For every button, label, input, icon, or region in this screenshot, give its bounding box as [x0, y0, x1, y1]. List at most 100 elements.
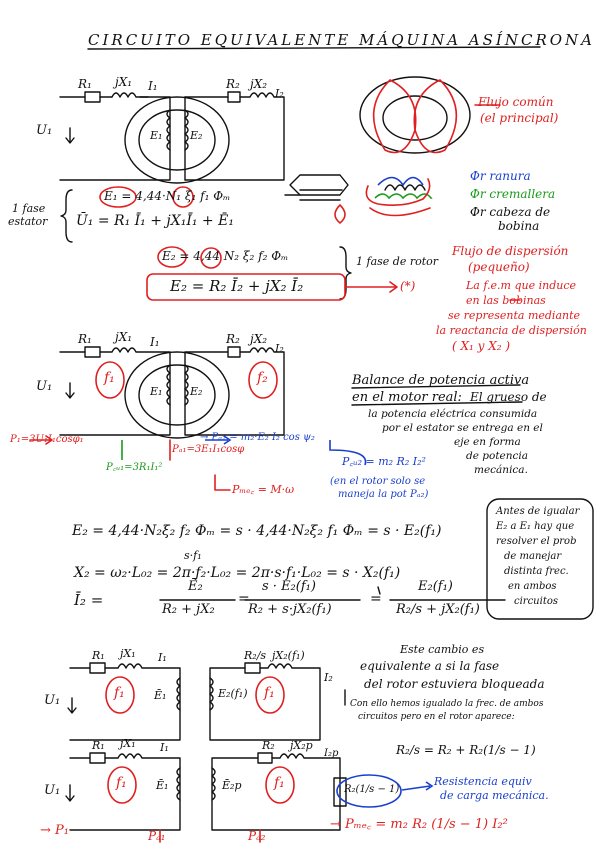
side-note-6: en ambos — [508, 581, 557, 592]
balance-text-6: mecánica. — [474, 464, 528, 476]
stator-eq-2: Ū₁ = R₁ Ī₁ + jX₁Ī₁ + Ē₁ — [76, 213, 234, 229]
rotor-label: 1 fase de rotor — [356, 255, 439, 268]
stator-label-1: 1 fase — [12, 202, 46, 215]
stator-label-2: estator — [8, 215, 48, 228]
c3-f1-right: f₁ — [264, 685, 275, 701]
circuit-4-drawing — [65, 697, 434, 843]
c4-f1-right: f₁ — [274, 775, 285, 791]
rotor-note-1: (en el rotor solo se — [330, 476, 426, 487]
balance-text-2: la potencia eléctrica consumida — [368, 408, 538, 420]
eq-i2-num1: Ē₂ — [188, 579, 203, 594]
c3-i2-label: I₂ — [324, 671, 333, 684]
c3-r2s-label: R₂/s — [244, 649, 267, 662]
c2-x1-label: jX₁ — [115, 330, 133, 344]
eq-i2-den3: R₂/s + jX₂(f₁) — [396, 602, 480, 617]
page-title: CIRCUITO EQUIVALENTE MÁQUINA ASÍNCRONA — [88, 31, 595, 49]
c2-i2-label: I₂ — [275, 342, 284, 355]
balance-text-3: por el estator se entrega en el — [382, 422, 543, 434]
flux-common: Flujo común — [478, 95, 554, 109]
power-pmec: Pₘₑ꜀ = M·ω — [232, 483, 295, 496]
stator-eq-1: E₁ = 4,44·N₁ ξ₁ f₁ Φₘ — [104, 189, 231, 203]
c4-r1-label: R₁ — [92, 739, 105, 752]
circuit-3-drawing — [69, 662, 346, 741]
c3-u1-label: U₁ — [44, 693, 61, 708]
c1-x1-label: jX₁ — [115, 75, 133, 89]
load-resistor-ring — [336, 774, 402, 808]
machine-section-drawing — [284, 76, 501, 224]
c2-x2-label: jX₂ — [250, 332, 268, 346]
flux-common-sub: (el principal) — [480, 111, 559, 125]
c3-r1-label: R₁ — [92, 649, 105, 662]
flux-note-5: ( X₁ y X₂ ) — [452, 339, 511, 353]
flux-cabeza: Φr cabeza de — [470, 205, 551, 219]
balance-text-1: El grueso de — [470, 390, 547, 404]
c3-f1-left: f₁ — [114, 685, 125, 701]
c2-e2-label: E₂ — [190, 385, 203, 398]
c4-pa1: Pₐ₁ — [148, 829, 166, 843]
u1-arrow — [65, 127, 75, 144]
c2-i1-label: I₁ — [150, 335, 160, 349]
c4-load-label-1: Resistencia equiv — [434, 775, 532, 788]
eq-i2-lhs: Ī₂ = — [74, 591, 104, 609]
power-p1: P₁=3U₁I₁cosφ₁ — [10, 434, 84, 445]
power-pa1: Pₐ₁=3E₁I₁cosφ — [172, 444, 245, 455]
c3-x2f-label: jX₂(f₁) — [272, 649, 305, 662]
c1-e1-label: E₁ — [150, 129, 163, 142]
c4-pmec: → Pₘₑ꜀ = m₂ R₂ (1/s − 1) I₂² — [330, 817, 508, 832]
side-note-4: de manejar — [504, 551, 562, 562]
flux-dispersion-sub: (pequeño) — [468, 260, 530, 274]
power-pcu1: P꜀ᵤ₁=3R₁I₁² — [106, 462, 163, 473]
eq-i2-num3: E₂(f₁) — [418, 579, 453, 594]
rotor-note-2: maneja la pot Pₐ₂) — [338, 489, 429, 500]
balance-text-5: de potencia — [466, 450, 529, 462]
balance-text-4: eje en forma — [454, 436, 521, 448]
c2-r2-label: R₂ — [226, 332, 240, 346]
eq-e2: E₂ = 4,44·N₂ξ₂ f₂ Φₘ = s · 4,44·N₂ξ₂ f₁ … — [72, 523, 442, 539]
flux-note-4: la reactancia de dispersión — [436, 324, 587, 337]
c2-f1-label: f₁ — [104, 370, 115, 386]
c4-eq: R₂/s = R₂ + R₂(1/s − 1) — [396, 743, 536, 757]
c3-note-5: circuitos pero en el rotor aparece: — [358, 712, 515, 722]
c3-e2f-label: E₂(f₁) — [218, 687, 248, 700]
c4-i1-label: I₁ — [160, 741, 169, 754]
c1-r2-label: R₂ — [226, 77, 240, 91]
flux-cabeza-2: bobina — [498, 219, 540, 233]
rotor-eq-2: E₂ = R₂ Ī₂ + jX₂ Ī₂ — [170, 277, 304, 295]
c3-i1-label: I₁ — [158, 651, 167, 664]
c2-r1-label: R₁ — [78, 332, 92, 346]
rotor-eq-1: E₂ = 4,44 N₂ ξ₂ f₂ Φₘ — [162, 249, 289, 263]
c3-note-2: equivalente a si la fase — [360, 659, 500, 673]
resistor-r2 — [227, 91, 241, 103]
c1-u1-label: U₁ — [36, 123, 53, 138]
c1-x2-label: jX₂ — [250, 77, 268, 91]
c3-note-3: del rotor estuviera bloqueada — [364, 677, 545, 691]
c3-e1-label: Ē₁ — [154, 689, 167, 702]
flux-note-1: La f.e.m que induce — [466, 279, 576, 292]
c3-x1-label: jX₁ — [120, 647, 136, 660]
flux-cremallera: Φr cremallera — [470, 187, 556, 201]
c3-note-1: Este cambio es — [400, 643, 485, 656]
circuit-1-drawing — [59, 91, 285, 184]
power-pa2: → Pₐ₂ = m₂·E₂ I₂ cos ψ₂ — [200, 432, 315, 443]
eq-i2-eq1: = — [238, 591, 250, 607]
c4-load-resistor: R₂(1/s − 1) — [344, 784, 400, 795]
flux-note-3: se representa mediante — [448, 309, 581, 322]
resistor-r1 — [84, 91, 101, 103]
c4-x2p-label: jX₂p — [290, 739, 313, 752]
flux-note-2: en las bobinas — [466, 294, 546, 307]
eq-sf1: s·f₁ — [184, 549, 202, 562]
flux-ranura: Φr ranura — [470, 169, 531, 183]
c1-e2-label: E₂ — [190, 129, 203, 142]
circuit-2-drawing — [29, 346, 367, 491]
c4-p1: → P₁ — [40, 823, 69, 838]
iron-core-outer — [124, 96, 230, 184]
c4-u1-label: U₁ — [44, 783, 61, 798]
c4-r2-label: R₂ — [262, 739, 275, 752]
side-note-box — [486, 498, 594, 620]
side-note-5: distinta frec. — [504, 566, 569, 577]
c2-e1-label: E₁ — [150, 385, 163, 398]
power-pcu2: P꜀ᵤ₂ = m₂ R₂ I₂² — [342, 455, 426, 468]
side-note-2: E₂ a E₁ hay que — [496, 521, 575, 532]
iron-core-inner — [138, 109, 216, 171]
